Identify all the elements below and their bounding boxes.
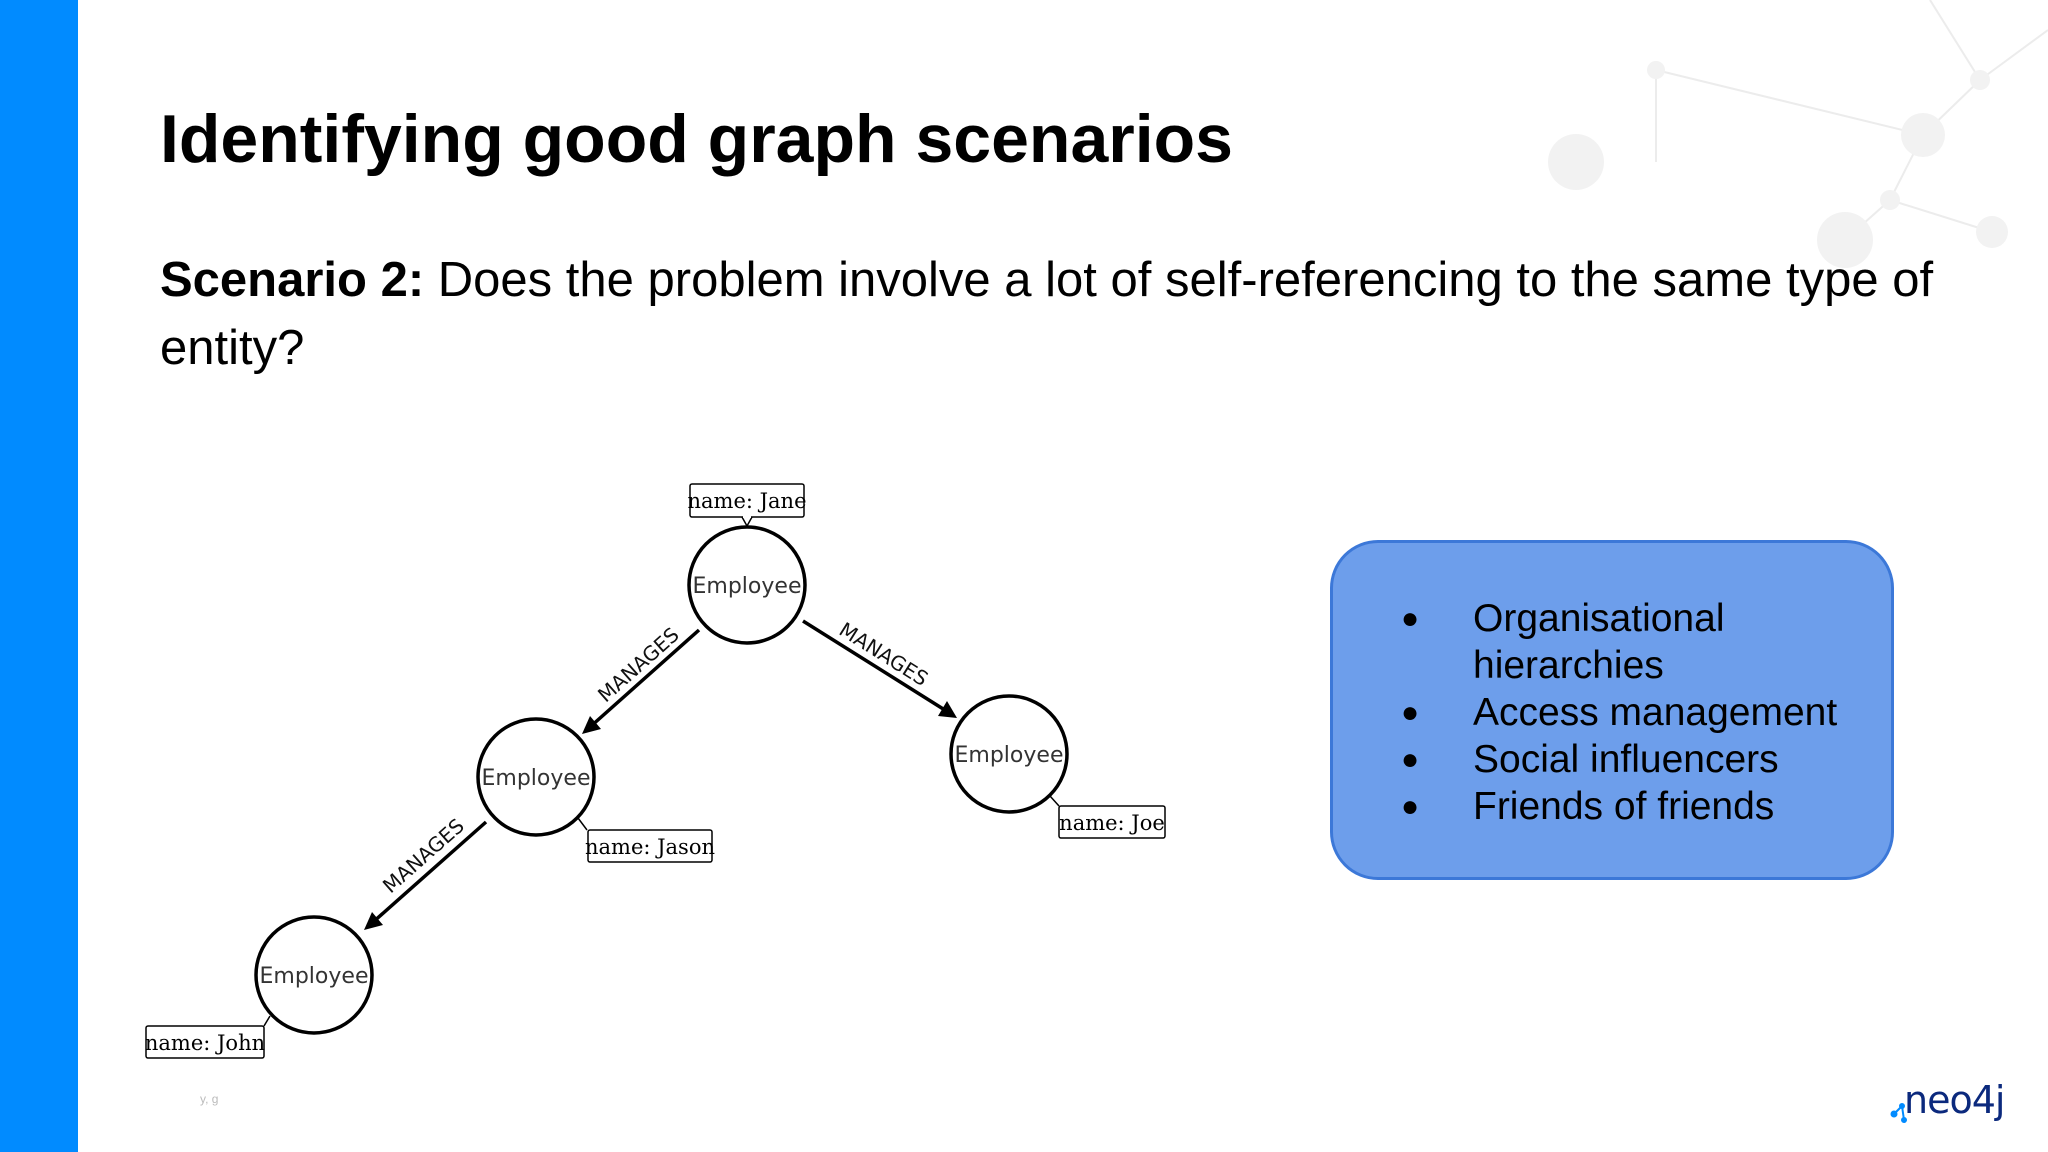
node-property-text: name: Jane bbox=[687, 489, 806, 513]
slide-title: Identifying good graph scenarios bbox=[160, 101, 1233, 177]
list-item: ● Access management bbox=[1333, 689, 1897, 736]
list-item: ● Organisational hierarchies bbox=[1333, 595, 1897, 689]
relationship-label: MANAGES bbox=[593, 623, 684, 707]
neo4j-logo-icon bbox=[1890, 1103, 1907, 1123]
scenario-question: Scenario 2: Does the problem involve a l… bbox=[160, 246, 1990, 382]
node-property-text: name: John bbox=[145, 1031, 265, 1055]
node-property-tag: name: Jason bbox=[577, 817, 715, 863]
list-item-text: Social influencers bbox=[1473, 738, 1779, 781]
node-property-text: name: Joe bbox=[1059, 811, 1165, 835]
footer-text: y, g bbox=[200, 1092, 219, 1106]
node-label: Employee bbox=[482, 766, 591, 791]
list-item-text: Friends of friends bbox=[1473, 785, 1775, 828]
node-circle bbox=[949, 694, 1069, 814]
neo4j-logo-text: neo4j bbox=[1904, 1078, 2005, 1122]
node-circle bbox=[476, 717, 596, 837]
node-label: Employee bbox=[260, 964, 369, 989]
bullet-icon: ● bbox=[1401, 602, 1420, 635]
node-property-tag: name: Jane bbox=[687, 483, 807, 528]
node-property-text: name: Jason bbox=[585, 835, 715, 859]
relationship-jane-jason: MANAGES bbox=[582, 623, 701, 734]
bullet-icon: ● bbox=[1401, 790, 1420, 823]
node-property-tag: name: John bbox=[145, 1015, 271, 1059]
bullet-icon: ● bbox=[1401, 743, 1420, 776]
relationship-line bbox=[588, 628, 701, 729]
relationship-arrowhead bbox=[364, 912, 383, 930]
list-item: ● Social influencers bbox=[1333, 736, 1897, 783]
node-property-tag: name: Joe bbox=[1049, 795, 1166, 839]
node-circle bbox=[254, 915, 374, 1035]
relationship-label: MANAGES bbox=[378, 814, 469, 898]
node-label: Employee bbox=[955, 743, 1064, 768]
bullet-icon: ● bbox=[1401, 696, 1420, 729]
graph-node-joe: Employee name: Joe bbox=[949, 694, 1166, 839]
node-label: Employee bbox=[693, 574, 802, 599]
relationship-line bbox=[802, 619, 949, 714]
list-item-text: Access management bbox=[1473, 691, 1838, 734]
relationship-arrowhead bbox=[582, 716, 601, 734]
background-network-graphic bbox=[1548, 0, 2048, 268]
scenario-text: Does the problem involve a lot of self-r… bbox=[160, 253, 1934, 375]
relationship-label: MANAGES bbox=[835, 617, 933, 691]
graph-node-john: Employee name: John bbox=[145, 915, 374, 1059]
relationship-jason-john: MANAGES bbox=[364, 814, 488, 930]
use-cases-callout: ● Organisational hierarchies ● Access mana… bbox=[1330, 540, 1894, 880]
list-item-text: Organisational hierarchies bbox=[1473, 597, 1725, 687]
relationship-jane-joe: MANAGES bbox=[802, 617, 957, 718]
accent-bar bbox=[0, 0, 78, 1152]
relationship-arrowhead bbox=[938, 701, 957, 718]
relationship-line bbox=[370, 820, 488, 925]
scenario-label: Scenario 2: bbox=[160, 253, 425, 307]
graph-node-jane: Employee name: Jane bbox=[687, 483, 807, 645]
list-item: ● Friends of friends bbox=[1333, 783, 1897, 830]
graph-node-jason: Employee name: Jason bbox=[476, 717, 715, 863]
use-cases-list: ● Organisational hierarchies ● Access mana… bbox=[1333, 595, 1897, 830]
